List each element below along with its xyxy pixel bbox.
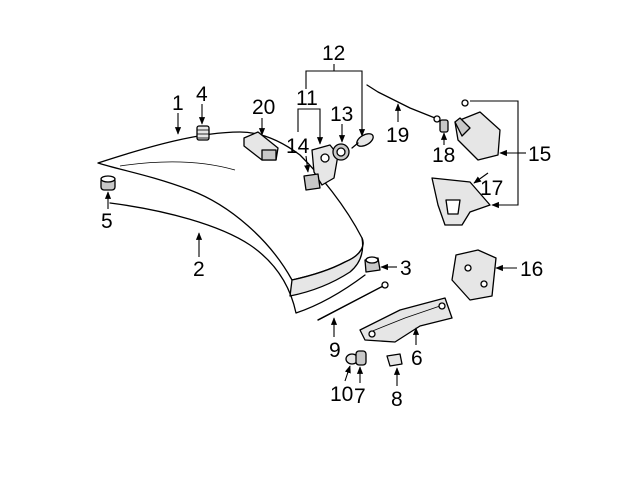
callout-10: 10	[330, 383, 353, 406]
callout-6: 6	[411, 347, 423, 370]
pin-part-18	[439, 119, 449, 133]
callout-18: 18	[432, 144, 455, 167]
callout-17: 17	[480, 177, 503, 200]
callout-11: 11	[296, 87, 318, 110]
callout-20: 20	[252, 96, 275, 119]
callout-13: 13	[330, 103, 353, 126]
hinge-part-6	[359, 297, 453, 343]
callout-16: 16	[520, 258, 543, 281]
callout-12: 12	[322, 42, 345, 65]
callout-14: 14	[286, 135, 310, 158]
callout-5: 5	[101, 210, 113, 233]
clip-part-7	[355, 350, 367, 366]
trunk-lid	[97, 131, 364, 297]
callout-7: 7	[354, 385, 366, 408]
support-rod	[317, 281, 389, 321]
lock-cylinder	[351, 133, 374, 149]
callout-4: 4	[196, 83, 208, 106]
cover-part-16	[451, 249, 497, 301]
striker-part-17	[431, 177, 491, 226]
callout-19: 19	[386, 124, 409, 147]
bumper-part-5	[100, 175, 116, 191]
grommet-part-13	[332, 143, 350, 161]
clip-part-8	[386, 353, 403, 367]
callout-8: 8	[391, 388, 403, 411]
callout-9: 9	[329, 339, 341, 362]
latch-part-14	[303, 144, 339, 191]
bumper-part-3	[364, 256, 381, 273]
bracket-part-20	[243, 131, 279, 161]
clip-part-4	[196, 125, 210, 141]
motor-assembly	[454, 99, 501, 161]
leader-lines	[104, 64, 526, 386]
callout-labels: 1 4 5 2 20 12 11 14 13 19 15 18 17 16 3 …	[101, 42, 551, 411]
callout-15: 15	[528, 143, 551, 166]
callout-1: 1	[172, 92, 184, 115]
callout-3: 3	[400, 257, 412, 280]
release-cable	[366, 84, 441, 123]
callout-2: 2	[193, 258, 205, 281]
weatherstrip	[109, 202, 366, 314]
